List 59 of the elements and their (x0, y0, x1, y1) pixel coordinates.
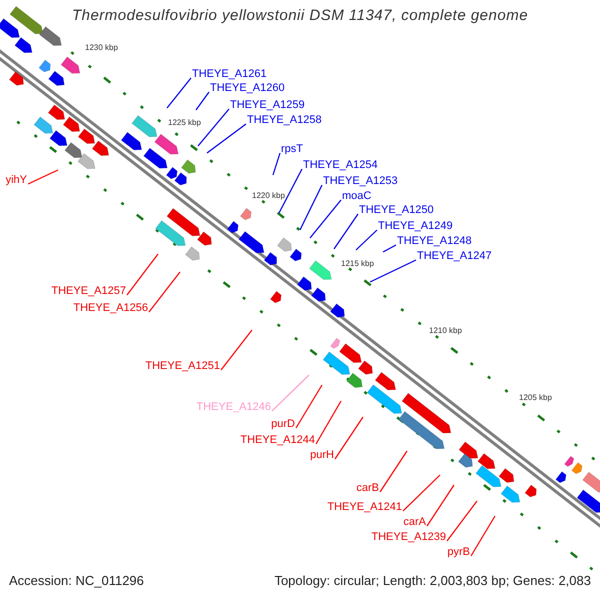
gene-label: THEYE_A1251 (145, 360, 220, 373)
leader-line (299, 184, 323, 230)
gene-label: THEYE_A1246 (196, 401, 271, 414)
accession-text: Accession: NC_011296 (9, 574, 144, 587)
leader-line (446, 500, 478, 542)
leader-line (370, 259, 416, 283)
gene-label: carA (403, 516, 426, 529)
gene-label: THEYE_A1249 (378, 220, 453, 233)
gene-label: THEYE_A1254 (303, 159, 378, 172)
leader-line (356, 230, 378, 250)
leader-line (334, 416, 364, 460)
leader-line (315, 400, 342, 444)
gene-label: pyrB (447, 546, 470, 559)
leader-line (272, 152, 281, 176)
position-label: 1215 kbp (341, 259, 374, 268)
gene-label: THEYE_A1256 (73, 302, 148, 315)
leader-line (426, 484, 454, 526)
gene-label: THEYE_A1258 (247, 114, 322, 127)
leader-line (126, 254, 158, 296)
leader-line (206, 124, 246, 154)
leader-line (310, 200, 342, 238)
gene-label: THEYE_A1261 (192, 68, 267, 81)
gene-label: THEYE_A1250 (359, 204, 434, 217)
position-label: 1205 kbp (519, 393, 552, 402)
position-label: 1225 kbp (168, 118, 201, 127)
gene-label: THEYE_A1259 (230, 99, 305, 112)
gene-label: purD (271, 418, 295, 431)
gene-label: THEYE_A1260 (210, 82, 285, 95)
gene-label: carB (356, 482, 379, 495)
gene-label: THEYE_A1244 (240, 434, 315, 447)
leader-line (278, 168, 303, 214)
gene-label: THEYE_A1253 (323, 175, 398, 188)
gene-label: THEYE_A1247 (417, 250, 492, 263)
leader-line (220, 330, 252, 370)
leader-line (196, 92, 210, 110)
leader-line (334, 214, 358, 250)
leader-line (402, 474, 440, 512)
gene-label: rpsT (281, 143, 303, 156)
leader-line (28, 169, 58, 185)
gene-label: purH (310, 449, 334, 462)
gene-label: moaC (342, 190, 372, 203)
position-label: 1210 kbp (429, 326, 462, 335)
position-label: 1230 kbp (85, 43, 118, 52)
leader-line (198, 108, 230, 146)
leader-line (295, 384, 323, 428)
leader-line (272, 374, 310, 412)
diagram-title: Thermodesulfovibrio yellowstonii DSM 11347, complete genome (72, 9, 528, 22)
position-label: 1220 kbp (252, 191, 285, 200)
gene-label: THEYE_A1239 (371, 531, 446, 544)
gene-label: yihY (6, 174, 27, 187)
gene-label: THEYE_A1248 (397, 235, 472, 248)
leader-line (380, 450, 408, 492)
leader-line (382, 244, 396, 253)
gene-label: THEYE_A1241 (327, 501, 402, 514)
leader-line (148, 272, 180, 312)
leader-line (470, 516, 496, 556)
gene-label: THEYE_A1257 (51, 285, 126, 298)
genome-info-text: Topology: circular; Length: 2,003,803 bp; Genes: 2,083 (274, 574, 591, 587)
leader-line (166, 78, 192, 108)
